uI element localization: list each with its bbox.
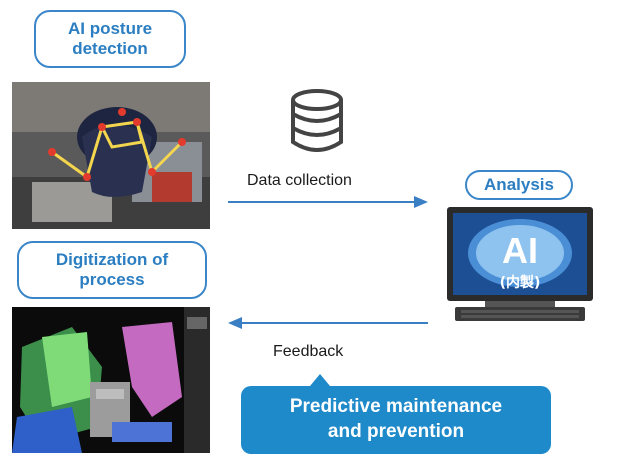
analysis-text: Analysis bbox=[484, 175, 554, 194]
analysis-label: Analysis bbox=[465, 170, 573, 200]
feedback-label: Feedback bbox=[273, 343, 344, 360]
predictive-line1: Predictive maintenance bbox=[289, 396, 503, 417]
database-icon bbox=[287, 88, 347, 154]
posture-line1: AI posture bbox=[67, 19, 153, 38]
data-collection-arrow bbox=[228, 195, 428, 209]
predictive-maintenance-callout: Predictive maintenance and prevention bbox=[241, 386, 551, 454]
process-3d-scan-image bbox=[12, 307, 210, 453]
digitization-of-process-label: Digitization of process bbox=[17, 241, 207, 299]
monitor-ai-text: AI bbox=[502, 230, 538, 271]
monitor-sub-text: (内製) bbox=[500, 274, 541, 291]
ai-posture-detection-label: AI posture detection bbox=[34, 10, 186, 68]
digitization-line1: Digitization of bbox=[55, 250, 169, 269]
posture-line2: detection bbox=[72, 39, 148, 58]
predictive-line2: and prevention bbox=[327, 421, 465, 442]
posture-detection-photo bbox=[12, 82, 210, 229]
feedback-arrow bbox=[228, 316, 428, 330]
ai-monitor-icon: AI (内製) bbox=[445, 205, 595, 325]
data-collection-label: Data collection bbox=[247, 172, 352, 189]
callout-pointer bbox=[310, 374, 330, 386]
digitization-line2: process bbox=[79, 270, 145, 289]
